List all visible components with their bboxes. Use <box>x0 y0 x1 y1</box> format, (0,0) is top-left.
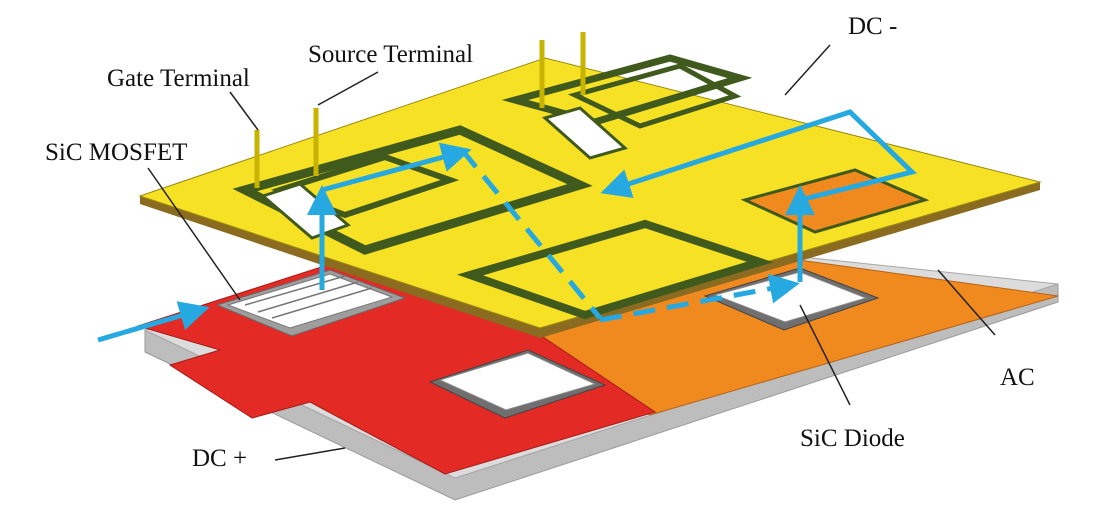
ac-label: AC <box>1000 364 1035 391</box>
source-terminal-label: Source Terminal <box>308 41 474 68</box>
trench-center <box>456 219 774 320</box>
leader-sic-mosfet <box>147 167 241 301</box>
leader-sic-diode <box>799 304 851 406</box>
cutout-right <box>541 106 629 160</box>
leader-source-terminal <box>317 71 379 106</box>
current-path <box>97 109 917 343</box>
terminal-pins <box>254 32 586 188</box>
sic-diode-label: SiC Diode <box>800 425 905 452</box>
lower-mosfet-die <box>428 349 607 419</box>
dc-plus-label: DC + <box>192 445 248 472</box>
leader-gate-terminal <box>229 91 259 131</box>
leader-dc-plus <box>274 447 346 461</box>
dc-minus-label: DC - <box>848 13 898 40</box>
trench-right-inner <box>567 63 742 129</box>
current-arrow-to-node <box>321 142 472 193</box>
sic-mosfet-die <box>215 269 407 337</box>
current-arrow-upper-return <box>600 109 917 203</box>
current-arrow-input <box>97 301 210 343</box>
leader-lines <box>147 44 996 461</box>
leader-dc-minus <box>784 44 831 96</box>
gate-terminal-label: Gate Terminal <box>107 65 250 92</box>
dc-minus-plate-top <box>138 57 1042 329</box>
cutout-left-gate <box>259 182 351 240</box>
leader-ac <box>937 269 996 336</box>
sic-mosfet-label: SiC MOSFET <box>45 139 188 166</box>
cutout-ac-window <box>740 168 930 234</box>
current-path-dashed-down <box>460 148 602 320</box>
